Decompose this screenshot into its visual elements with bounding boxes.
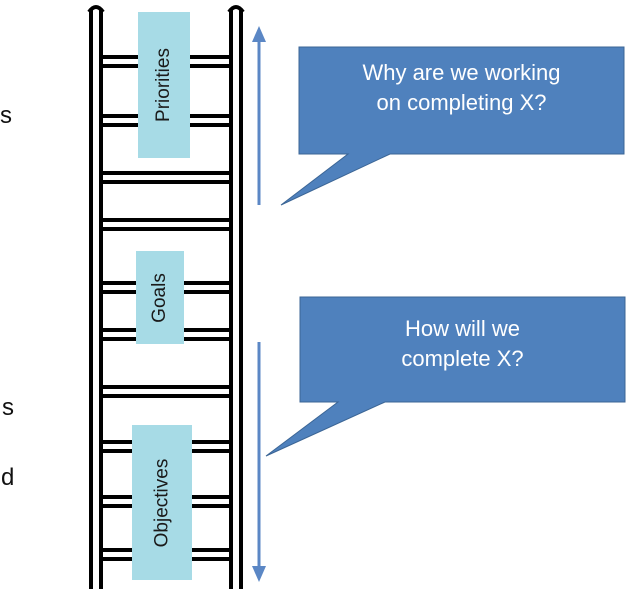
ladder-rung bbox=[101, 218, 231, 222]
why-callout-text: Why are we working on completing X? bbox=[362, 60, 561, 115]
goals-label: Goals bbox=[136, 251, 184, 344]
ladder-rung bbox=[101, 180, 231, 184]
objectives-label: Objectives bbox=[132, 425, 192, 580]
ladder-rung bbox=[101, 171, 231, 175]
down-arrow bbox=[252, 342, 266, 582]
ladder-rails bbox=[87, 5, 245, 589]
how-callout-text: How will we complete X? bbox=[401, 316, 524, 371]
ladder-rung bbox=[101, 394, 231, 398]
how-callout-shape bbox=[265, 296, 626, 457]
ladder-rung bbox=[101, 385, 231, 389]
edge-text-fragment: d bbox=[1, 464, 15, 491]
priorities-label: Priorities bbox=[138, 12, 190, 158]
why-callout-shape bbox=[280, 46, 625, 206]
edge-text-fragment: s bbox=[2, 394, 14, 421]
ladder-rung bbox=[101, 227, 231, 231]
edge-text-fragment: s bbox=[0, 102, 12, 129]
up-arrow bbox=[252, 26, 266, 205]
